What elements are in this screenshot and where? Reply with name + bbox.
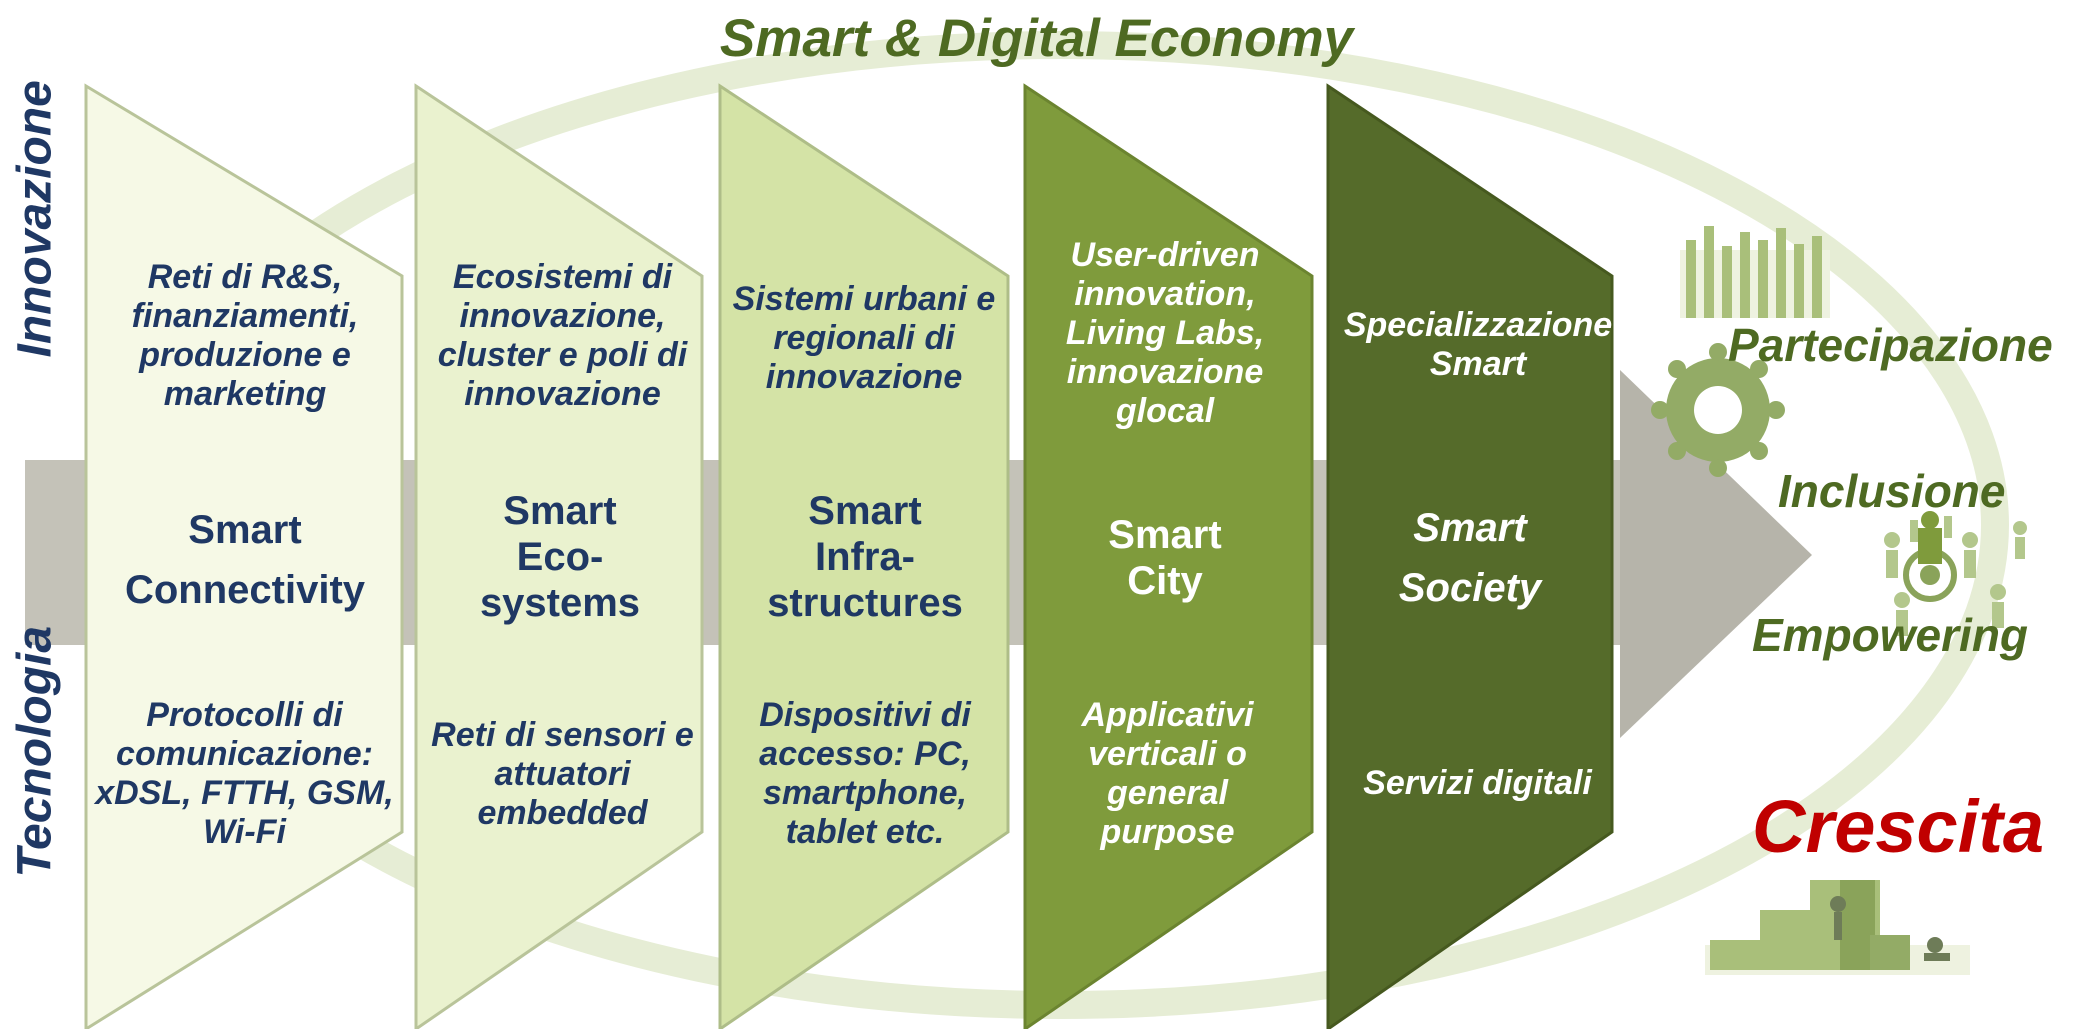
raised-hands-icon — [1680, 226, 1830, 318]
stage-3-technology: Dispositivi di accesso: PC, smartphone, … — [759, 696, 971, 852]
stage-3-innovation: Sistemi urbani e regionali di innovazion… — [732, 280, 996, 397]
stage-3-smart: Smart Infra-structures — [767, 489, 963, 625]
stage-1-technology: Protocolli di comunicazione: xDSL, FTTH,… — [95, 696, 394, 852]
outcome-inclusione: Inclusione — [1778, 465, 2006, 517]
stage-4-technology: Applicativi verticali o general purpose — [1081, 696, 1254, 852]
stage-5-technology: Servizi digitali — [1363, 764, 1592, 802]
stage-5-smart: Smart Society — [1398, 506, 1542, 610]
stage-4-smart: Smart City — [1108, 513, 1222, 603]
outcome-partecipazione: Partecipazione — [1728, 319, 2053, 371]
people-target-icon — [1884, 511, 2027, 636]
stage-2-smart: Smart Eco-systems — [479, 489, 641, 625]
stage-1-shape — [84, 83, 404, 1029]
outcome-crescita: Crescita — [1752, 785, 2045, 868]
side-label-innovazione: Innovazione — [8, 80, 62, 358]
gray-arrow-head — [1620, 370, 1812, 738]
stage-2-technology: Reti di sensori e attuatori embedded — [431, 716, 694, 833]
stage-2-shape — [414, 83, 704, 1029]
stage-1-innovation: Reti di R&S, finanziamenti, produzione e… — [131, 258, 359, 414]
diagram-title: Smart & Digital Economy — [719, 9, 1354, 68]
stage-4-innovation: User-driven innovation, Living Labs, inn… — [1065, 236, 1265, 431]
stage-3-shape — [718, 83, 1010, 1029]
stage-5-innovation: Specializzazione Smart — [1343, 306, 1613, 384]
gear-people-icon — [1651, 343, 1785, 477]
stage-1-smart: Smart Connectivity — [124, 508, 366, 612]
stage-4-shape — [1023, 83, 1314, 1029]
stage-5-shape — [1326, 83, 1614, 1029]
outcome-empowering: Empowering — [1752, 609, 2029, 661]
stage-2-innovation: Ecosistemi di innovazione, cluster e pol… — [437, 258, 688, 414]
puzzle-stairs-icon — [1705, 880, 1970, 975]
side-label-tecnologia: Tecnologia — [8, 625, 62, 878]
